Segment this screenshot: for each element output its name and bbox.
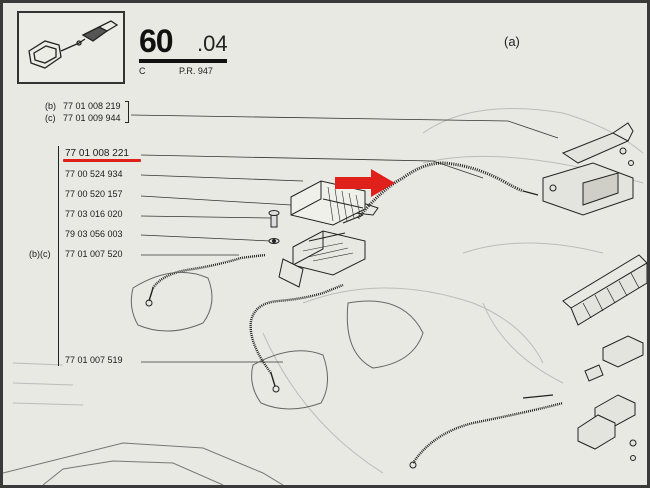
header-rule bbox=[139, 59, 227, 63]
thumbnail-illustration bbox=[17, 11, 125, 84]
handbrake-lever-assembly bbox=[542, 122, 634, 216]
highlight-underline bbox=[63, 159, 141, 162]
part-number-77-01-007-519: 77 01 007 519 bbox=[65, 355, 123, 365]
red-arrow bbox=[335, 169, 395, 197]
section-suffix: .04 bbox=[197, 31, 228, 56]
reference-code: P.R. 947 bbox=[179, 66, 213, 76]
top-group-bracket bbox=[128, 101, 129, 123]
main-group-bracket bbox=[58, 146, 59, 366]
parts-catalog-page: 60 .04 C P.R. 947 (a) bbox=[3, 3, 647, 485]
ribbed-rail bbox=[562, 254, 647, 326]
part-tag-bc: (b)(c) bbox=[29, 249, 51, 259]
car-outline-bottom bbox=[3, 442, 284, 485]
part-number-77-00-524-934: 77 00 524 934 bbox=[65, 169, 123, 179]
model-code: C bbox=[139, 66, 146, 76]
thumbnail-drawing bbox=[28, 20, 119, 69]
part-number-77-01-008-219: 77 01 008 219 bbox=[63, 101, 121, 111]
cable-519 bbox=[249, 283, 344, 393]
part-number-77-00-520-157: 77 00 520 157 bbox=[65, 189, 123, 199]
switch-housing bbox=[278, 230, 366, 288]
headrests bbox=[130, 271, 424, 410]
fasteners bbox=[268, 210, 280, 244]
cover-plate bbox=[290, 180, 366, 226]
top-group-bracket-tick-top bbox=[125, 101, 129, 102]
part-tag-b: (b) bbox=[45, 101, 56, 111]
part-tag-c: (c) bbox=[45, 113, 56, 123]
cable-520 bbox=[145, 253, 266, 307]
part-number-77-03-016-020: 77 03 016 020 bbox=[65, 209, 123, 219]
lower-cable bbox=[409, 394, 564, 469]
lower-switch-parts bbox=[577, 335, 644, 461]
top-group-bracket-tick-bottom bbox=[125, 122, 129, 123]
part-number-77-01-008-221: 77 01 008 221 bbox=[65, 148, 129, 159]
view-label: (a) bbox=[504, 34, 520, 49]
part-number-77-01-009-944: 77 01 009 944 bbox=[63, 113, 121, 123]
part-number-77-01-007-520: 77 01 007 520 bbox=[65, 249, 123, 259]
exploded-parts-diagram bbox=[3, 108, 647, 485]
part-number-79-03-056-003: 79 03 056 003 bbox=[65, 229, 123, 239]
section-number: 60 bbox=[139, 23, 174, 59]
